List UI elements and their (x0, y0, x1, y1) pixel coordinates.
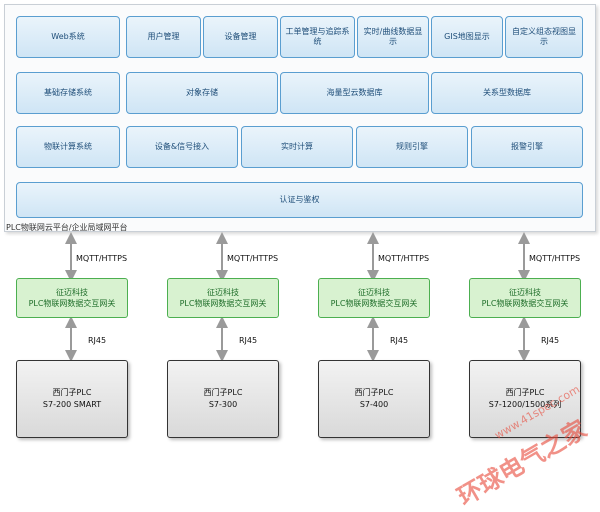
module-authentication: 认证与鉴权 (16, 182, 583, 218)
module-user-management: 用户管理 (126, 16, 201, 58)
gateway-name: 征迈科技 (56, 288, 88, 297)
plc-brand: 西门子PLC (52, 388, 92, 397)
row-label-computing: 物联计算系统 (16, 126, 120, 168)
plc-model: S7-1200/1500系列 (488, 400, 562, 409)
protocol-label-3: MQTT/HTTPS (378, 254, 430, 263)
gateway-name: 征迈科技 (207, 288, 239, 297)
plc-box-1: 西门子PLC S7-200 SMART (16, 360, 128, 438)
gateway-desc: PLC物联网数据交互网关 (179, 299, 267, 308)
row-label-web: Web系统 (16, 16, 120, 58)
rj45-label-3: RJ45 (390, 336, 409, 345)
gateway-name: 征迈科技 (358, 288, 390, 297)
plc-box-3: 西门子PLC S7-400 (318, 360, 430, 438)
row-label-storage: 基础存储系统 (16, 72, 120, 114)
module-work-order: 工单管理与追踪系统 (280, 16, 355, 58)
gateway-box-1: 征迈科技 PLC物联网数据交互网关 (16, 278, 128, 318)
gateway-box-2: 征迈科技 PLC物联网数据交互网关 (167, 278, 279, 318)
gateway-box-4: 征迈科技 PLC物联网数据交互网关 (469, 278, 581, 318)
protocol-label-1: MQTT/HTTPS (76, 254, 128, 263)
connector-arrows (65, 232, 530, 362)
gateway-desc: PLC物联网数据交互网关 (330, 299, 418, 308)
protocol-label-2: MQTT/HTTPS (227, 254, 279, 263)
gateway-box-3: 征迈科技 PLC物联网数据交互网关 (318, 278, 430, 318)
platform-label: PLC物联网云平台/企业局域网平台 (6, 223, 128, 232)
module-alarm-engine: 报警引擎 (471, 126, 583, 168)
gateway-desc: PLC物联网数据交互网关 (481, 299, 569, 308)
rj45-label-1: RJ45 (88, 336, 107, 345)
module-rule-engine: 规则引擎 (356, 126, 468, 168)
gateway-name: 征迈科技 (509, 288, 541, 297)
module-custom-view: 自定义组态视图显示 (505, 16, 583, 58)
module-device-management: 设备管理 (203, 16, 278, 58)
rj45-label-2: RJ45 (239, 336, 258, 345)
plc-model: S7-400 (359, 400, 389, 409)
module-device-access: 设备&信号接入 (126, 126, 238, 168)
gateway-desc: PLC物联网数据交互网关 (28, 299, 116, 308)
plc-model: S7-200 SMART (42, 400, 102, 409)
plc-box-4: 西门子PLC S7-1200/1500系列 (469, 360, 581, 438)
plc-brand: 西门子PLC (354, 388, 394, 397)
plc-model: S7-300 (208, 400, 238, 409)
module-object-storage: 对象存储 (126, 72, 278, 114)
rj45-label-4: RJ45 (541, 336, 560, 345)
plc-brand: 西门子PLC (203, 388, 243, 397)
module-gis-map: GIS地图显示 (431, 16, 503, 58)
module-relational-database: 关系型数据库 (431, 72, 583, 114)
module-cloud-database: 海量型云数据库 (280, 72, 429, 114)
module-realtime-compute: 实时计算 (241, 126, 353, 168)
module-realtime-data: 实时/曲线数据显示 (357, 16, 429, 58)
plc-brand: 西门子PLC (505, 388, 545, 397)
protocol-label-4: MQTT/HTTPS (529, 254, 581, 263)
plc-box-2: 西门子PLC S7-300 (167, 360, 279, 438)
